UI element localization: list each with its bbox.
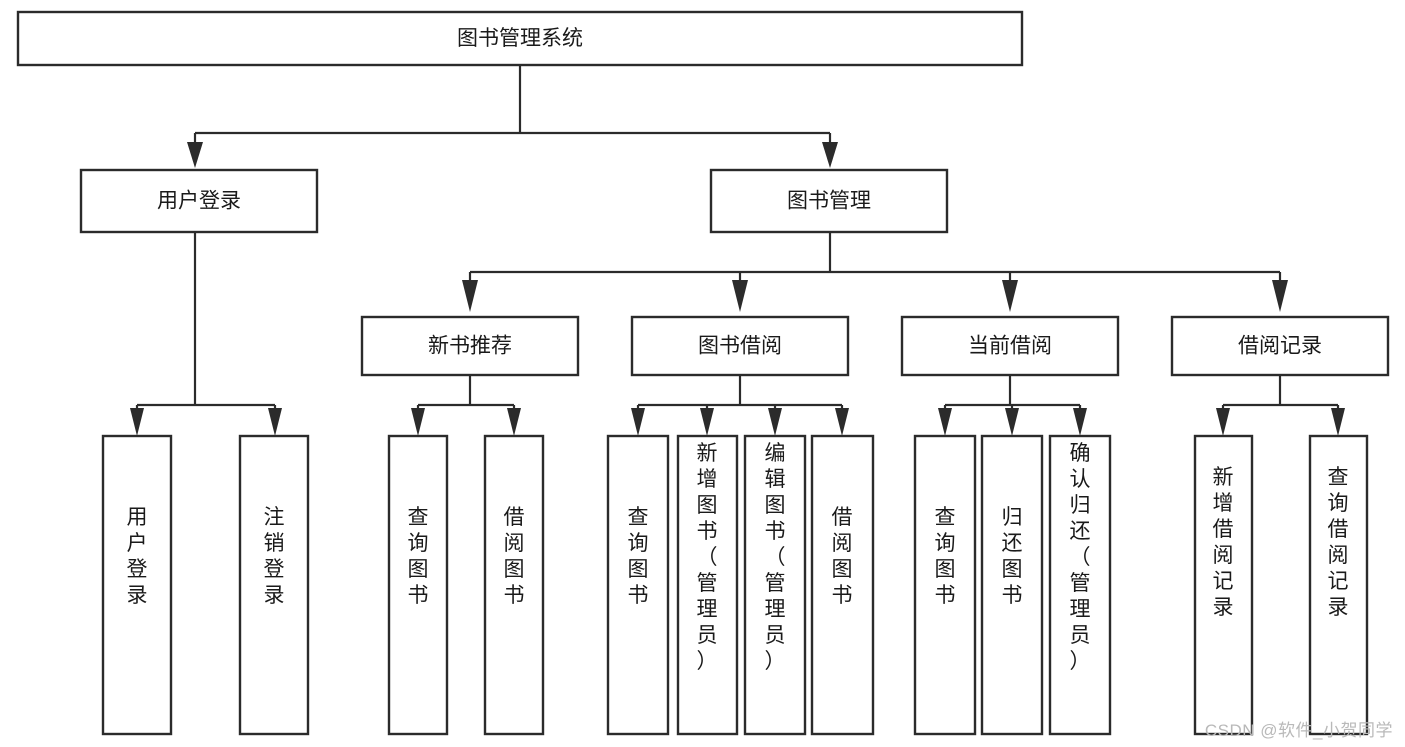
node-book-borrow[interactable]: 图书借阅: [630, 315, 850, 377]
node-leaf-query-book-1[interactable]: 查询图书: [387, 434, 449, 736]
node-current-borrow[interactable]: 当前借阅: [900, 315, 1120, 377]
node-current-borrow-label: 当前借阅: [968, 335, 1052, 358]
arrow-head-leaf-return-book: [1005, 408, 1019, 436]
arrow-head-leaf-add-book: [700, 408, 714, 436]
arrow-head-leaf-query-record: [1331, 408, 1345, 436]
node-leaf-confirm-return-label: 确认归还（管理员）: [1070, 442, 1091, 673]
arrow-head-leaf-confirm-return: [1073, 408, 1087, 436]
connector-group-current-borrow: [938, 375, 1087, 436]
node-leaf-return-book-label: 归还图书: [1002, 506, 1023, 607]
node-new-book-recommend-box[interactable]: [360, 315, 580, 377]
node-new-book-recommend-label: 新书推荐: [428, 335, 512, 358]
node-leaf-query-book-1-label: 查询图书: [408, 506, 429, 607]
node-leaf-add-record[interactable]: 新增借阅记录: [1193, 434, 1254, 736]
node-leaf-query-record[interactable]: 查询借阅记录: [1308, 434, 1369, 736]
connector-group-new-book-recommend: [411, 375, 521, 436]
node-user-login[interactable]: 用户登录: [79, 168, 319, 234]
arrow-head-leaf-user-login: [130, 408, 144, 436]
node-leaf-borrow-book-2[interactable]: 借阅图书: [810, 434, 875, 736]
arrow-head-book-borrow: [732, 280, 748, 312]
arrow-head-user-login: [187, 142, 203, 168]
arrow-head-leaf-query-book-3: [938, 408, 952, 436]
node-borrow-record-label: 借阅记录: [1238, 335, 1322, 358]
arrow-head-leaf-borrow-book-2: [835, 408, 849, 436]
node-leaf-query-record-box[interactable]: [1308, 434, 1369, 736]
node-leaf-logout-login-box[interactable]: [238, 434, 310, 736]
node-leaf-user-login-box[interactable]: [101, 434, 173, 736]
node-leaf-add-book-box[interactable]: [676, 434, 739, 736]
arrow-head-leaf-logout-login: [268, 408, 282, 436]
node-leaf-borrow-book-2-label: 借阅图书: [832, 506, 853, 607]
arrow-head-leaf-query-book-1: [411, 408, 425, 436]
node-leaf-borrow-book-2-box[interactable]: [810, 434, 875, 736]
node-leaf-return-book[interactable]: 归还图书: [980, 434, 1044, 736]
node-leaf-query-book-2-label: 查询图书: [628, 506, 649, 607]
node-leaf-add-record-label: 新增借阅记录: [1213, 466, 1234, 619]
connector-group-root: [187, 65, 838, 168]
node-borrow-record-box[interactable]: [1170, 315, 1390, 377]
node-book-manage-box[interactable]: [709, 168, 949, 234]
node-book-borrow-label: 图书借阅: [698, 335, 782, 358]
node-new-book-recommend[interactable]: 新书推荐: [360, 315, 580, 377]
node-leaf-user-login-label: 用户登录: [127, 506, 148, 607]
connector-group-borrow-record: [1216, 375, 1345, 436]
node-leaf-query-record-label: 查询借阅记录: [1328, 466, 1349, 619]
node-leaf-query-book-3[interactable]: 查询图书: [913, 434, 977, 736]
node-leaf-logout-login[interactable]: 注销登录: [238, 434, 310, 736]
node-leaf-edit-book-box[interactable]: [743, 434, 807, 736]
connector-group-book-borrow: [631, 375, 849, 436]
node-leaf-user-login[interactable]: 用户登录: [101, 434, 173, 736]
node-leaf-query-book-1-box[interactable]: [387, 434, 449, 736]
node-leaf-borrow-book-1-label: 借阅图书: [504, 506, 525, 607]
arrow-head-leaf-edit-book: [768, 408, 782, 436]
node-leaf-add-book-label: 新增图书（管理员）: [697, 442, 718, 673]
node-book-manage-label: 图书管理: [787, 190, 871, 213]
node-leaf-confirm-return-box[interactable]: [1048, 434, 1112, 736]
connector-group-book-manage: [462, 232, 1288, 312]
node-book-borrow-box[interactable]: [630, 315, 850, 377]
node-root-label: 图书管理系统: [457, 27, 583, 50]
node-leaf-add-record-box[interactable]: [1193, 434, 1254, 736]
arrow-head-borrow-record: [1272, 280, 1288, 312]
node-leaf-logout-login-label: 注销登录: [264, 506, 285, 607]
node-leaf-query-book-2-box[interactable]: [606, 434, 670, 736]
node-leaf-query-book-3-box[interactable]: [913, 434, 977, 736]
node-leaf-add-book[interactable]: 新增图书（管理员）: [676, 434, 739, 736]
arrow-head-new-book-recommend: [462, 280, 478, 312]
node-leaf-query-book-3-label: 查询图书: [935, 506, 956, 607]
node-leaf-edit-book-label: 编辑图书（管理员）: [765, 442, 786, 673]
node-current-borrow-box[interactable]: [900, 315, 1120, 377]
node-leaf-edit-book[interactable]: 编辑图书（管理员）: [743, 434, 807, 736]
arrow-head-leaf-add-record: [1216, 408, 1230, 436]
node-leaf-confirm-return[interactable]: 确认归还（管理员）: [1048, 434, 1112, 736]
connector-group-user-login: [130, 232, 282, 436]
node-book-manage[interactable]: 图书管理: [709, 168, 949, 234]
node-leaf-query-book-2[interactable]: 查询图书: [606, 434, 670, 736]
node-user-login-label: 用户登录: [157, 190, 241, 213]
node-user-login-box[interactable]: [79, 168, 319, 234]
arrow-head-leaf-query-book-2: [631, 408, 645, 436]
node-leaf-return-book-box[interactable]: [980, 434, 1044, 736]
arrow-head-book-manage: [822, 142, 838, 168]
arrow-head-current-borrow: [1002, 280, 1018, 312]
node-leaf-borrow-book-1-box[interactable]: [483, 434, 545, 736]
node-root-box[interactable]: [16, 10, 1024, 67]
node-root[interactable]: 图书管理系统: [16, 10, 1024, 67]
node-borrow-record[interactable]: 借阅记录: [1170, 315, 1390, 377]
node-leaf-borrow-book-1[interactable]: 借阅图书: [483, 434, 545, 736]
arrow-head-leaf-borrow-book-1: [507, 408, 521, 436]
